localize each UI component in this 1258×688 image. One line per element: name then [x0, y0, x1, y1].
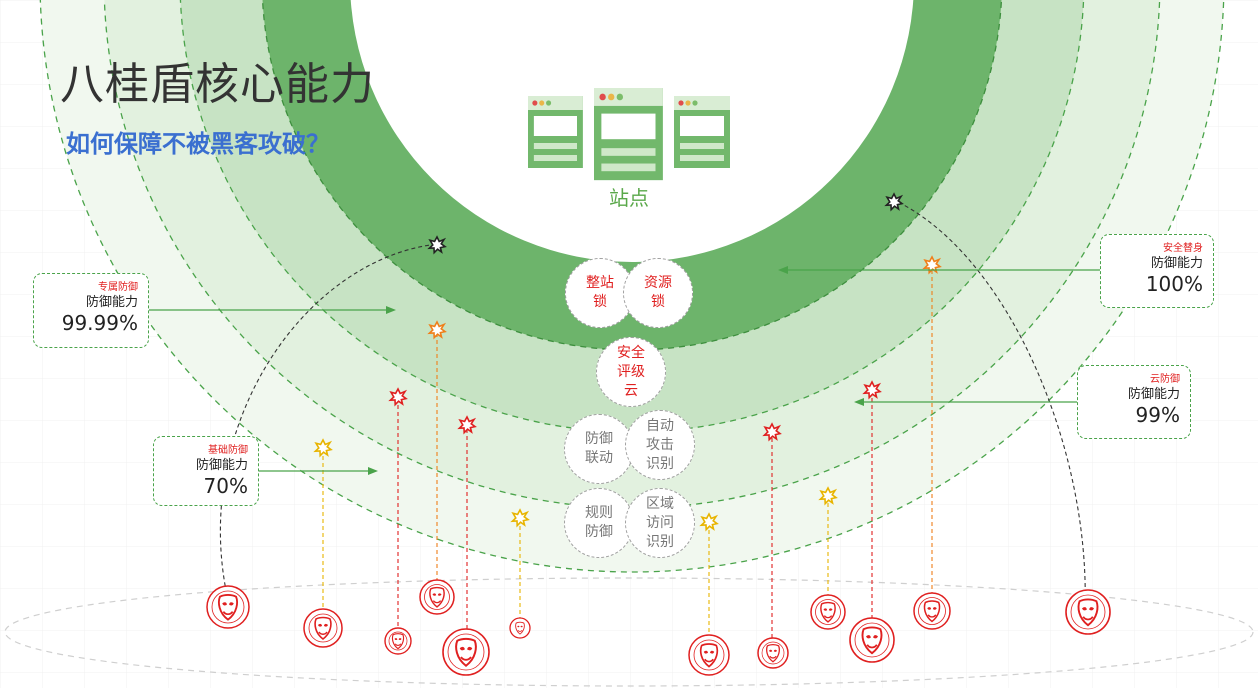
- hacker-mask-icon: [384, 627, 412, 655]
- browser-window-icon: [594, 88, 663, 181]
- security-substitute-tag: 安全替身: [1163, 243, 1203, 254]
- box-arrows: [148, 266, 1100, 475]
- hacker-mask-icon: [849, 617, 895, 663]
- hacker-mask-icon: [442, 628, 490, 676]
- ring-outer-border: [39, 0, 1225, 573]
- ground-ellipse: [4, 577, 1254, 687]
- region-access-identify-badge: 区域 访问 识别: [625, 488, 695, 558]
- defense-linkage-badge: 防御 联动: [564, 414, 634, 484]
- hacker-mask-icon: [688, 634, 730, 676]
- hacker-mask-icon: [1065, 589, 1111, 635]
- rule-defense-badge: 规则 防御: [564, 488, 634, 558]
- basic-defense-box: 基础防御 防御能力 70%: [153, 436, 259, 506]
- exclusive-defense-tag: 专属防御: [98, 282, 138, 293]
- security-substitute-value: 100%: [1145, 272, 1203, 296]
- site-windows: [528, 88, 730, 181]
- basic-defense-tag: 基础防御: [208, 445, 248, 456]
- security-substitute-box: 安全替身 防御能力 100%: [1100, 234, 1214, 308]
- security-substitute-label: 防御能力: [1150, 256, 1203, 271]
- basic-defense-value: 70%: [203, 474, 248, 498]
- cloud-defense-label: 防御能力: [1127, 387, 1180, 402]
- attack-lines: [219, 202, 1086, 653]
- browser-window-icon: [674, 96, 730, 168]
- hacker-mask-icon: [303, 608, 343, 648]
- security-rating-cloud-badge: 安全 评级 云: [596, 337, 666, 407]
- hacker-mask-icon: [206, 585, 250, 629]
- hacker-mask-icon: [509, 617, 531, 639]
- attack-arc-left: [219, 244, 431, 601]
- cloud-defense-value: 99%: [1135, 403, 1180, 427]
- attack-arc-right: [899, 202, 1086, 609]
- hackers: [206, 579, 1111, 676]
- site-label: 站点: [609, 186, 649, 210]
- exclusive-defense-box: 专属防御 防御能力 99.99%: [33, 273, 149, 348]
- hacker-mask-icon: [810, 594, 846, 630]
- cloud-defense-tag: 云防御: [1150, 374, 1180, 385]
- hacker-mask-icon: [757, 637, 789, 669]
- basic-defense-label: 防御能力: [195, 458, 248, 473]
- browser-window-icon: [528, 96, 583, 168]
- page-subtitle: 如何保障不被黑客攻破？: [66, 130, 330, 158]
- page-title: 八桂盾核心能力: [60, 59, 375, 110]
- cloud-defense-box: 云防御 防御能力 99%: [1077, 365, 1191, 439]
- exclusive-defense-label: 防御能力: [85, 295, 138, 310]
- resource-lock-badge: 资源 锁: [623, 258, 693, 328]
- exclusive-defense-value: 99.99%: [61, 311, 138, 335]
- auto-attack-identify-badge: 自动 攻击 识别: [625, 410, 695, 480]
- hacker-mask-icon: [913, 592, 951, 630]
- hacker-mask-icon: [419, 579, 455, 615]
